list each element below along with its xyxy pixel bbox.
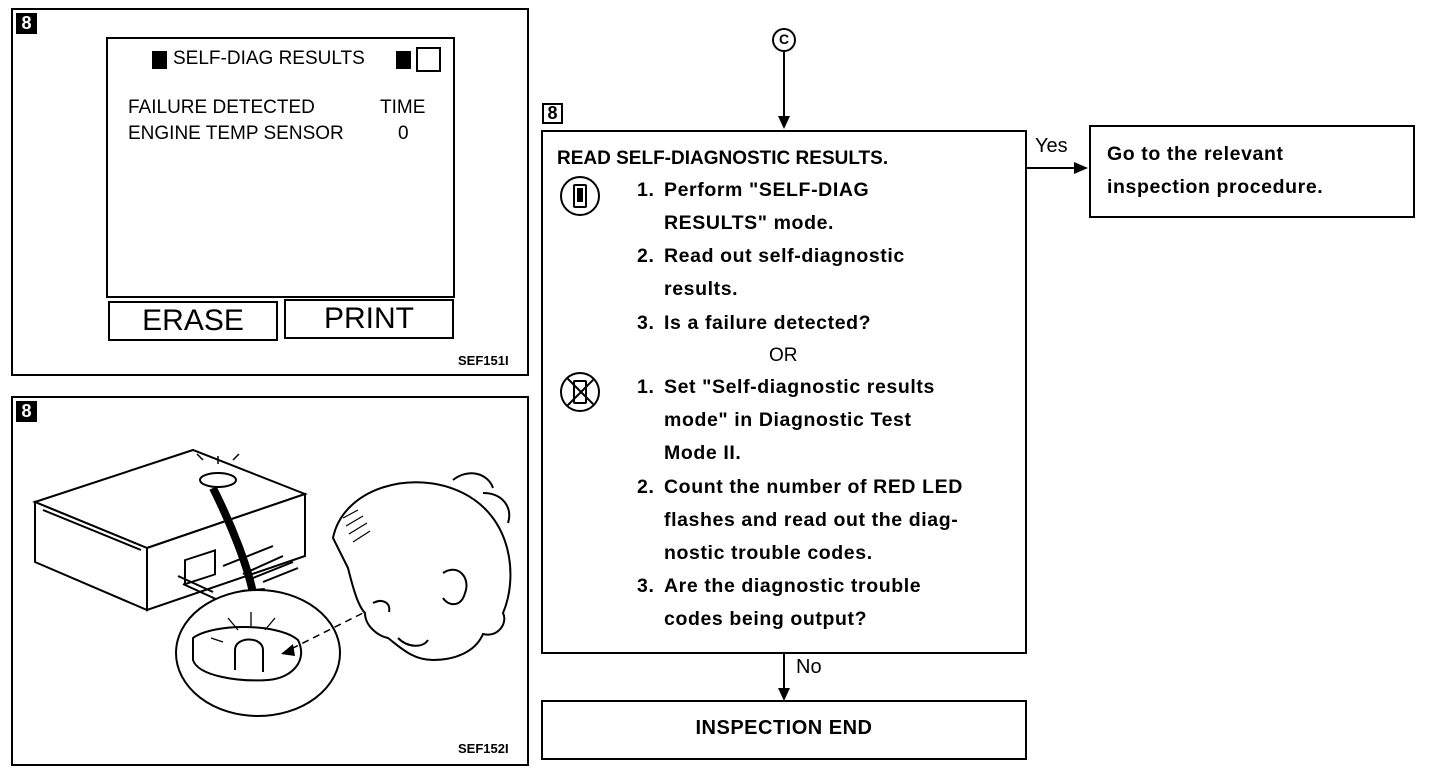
screen-title: SELF-DIAG RESULTS (173, 48, 365, 69)
consult-tester-icon (560, 176, 600, 216)
led-step-1: 1.Set "Self-diagnostic results mode" in … (637, 376, 935, 464)
consult-step-1: 1.Perform "SELF-DIAG RESULTS" mode. (637, 179, 870, 234)
main-process-box: READ SELF-DIAGNOSTIC RESULTS. 1.Perform … (541, 130, 1027, 654)
led-step-2: 2.Count the number of RED LED flashes an… (637, 476, 963, 564)
inspection-end-label: INSPECTION END (695, 717, 873, 739)
consult-step-3: 3.Is a failure detected? (637, 312, 872, 334)
or-divider-label: OR (761, 345, 806, 367)
yes-result-text: Go to the relevant inspection procedure. (1107, 143, 1324, 198)
connector-label: C (778, 31, 790, 47)
process-title: READ SELF-DIAGNOSTIC RESULTS. (557, 148, 889, 169)
back-button[interactable] (416, 47, 441, 72)
time-header: TIME (380, 97, 426, 118)
consult-step-2: 2.Read out self-diagnostic results. (637, 245, 905, 300)
no-tester-icon (560, 372, 600, 412)
step-badge: 8 (16, 401, 37, 422)
yes-result-box: Go to the relevant inspection procedure. (1089, 125, 1415, 218)
led-step-3: 3.Are the diagnostic trouble codes being… (637, 575, 922, 630)
yes-label: Yes (1035, 135, 1068, 157)
figure-led-check: 8 (11, 396, 529, 766)
result-time: 0 (398, 123, 409, 144)
title-square-right (396, 51, 411, 69)
figure-code: SEF151I (458, 353, 509, 368)
print-button[interactable]: PRINT (284, 299, 454, 339)
result-item: ENGINE TEMP SENSOR (128, 123, 344, 144)
figure-code: SEF152I (458, 741, 509, 756)
mechanic-face-icon (331, 472, 512, 662)
screen-title-row: SELF-DIAG RESULTS (152, 47, 452, 73)
figure-consult-screen: 8 SELF-DIAG RESULTS FAILURE DETECTED TIM… (11, 8, 529, 376)
ecm-unit-icon (32, 448, 308, 612)
step-badge: 8 (16, 13, 37, 34)
led-illustration (32, 448, 512, 717)
failure-detected-header: FAILURE DETECTED (128, 97, 315, 118)
no-label: No (796, 656, 822, 678)
consult-screen: SELF-DIAG RESULTS FAILURE DETECTED TIME … (106, 37, 455, 298)
erase-button[interactable]: ERASE (108, 301, 278, 341)
inspection-end-box: INSPECTION END (541, 700, 1027, 760)
step-badge: 8 (542, 103, 563, 124)
pointer-arrow-icon (209, 486, 257, 594)
title-square-left (152, 51, 167, 69)
